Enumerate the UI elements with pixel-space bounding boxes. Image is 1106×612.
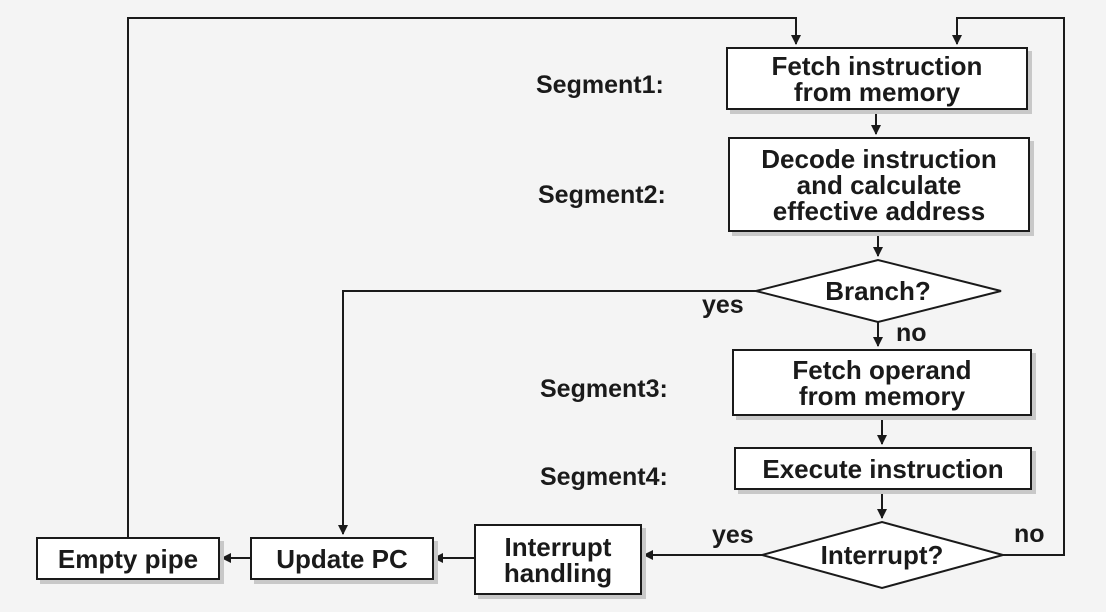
fetch-instruction-box: Fetch instruction from memory [726,47,1028,110]
loop-empty-to-fetch-arrow [127,17,801,540]
segment1-label: Segment1: [536,71,664,99]
segment4-label: Segment4: [540,463,668,491]
loop-interrupt-no-arrow [952,17,1065,556]
segment2-label: Segment2: [538,181,666,209]
execute-instruction-box: Execute instruction [734,447,1032,490]
branch-decision-label: Branch? [825,276,931,306]
branch-yes-to-update-pc-arrow [338,290,756,535]
interrupt-no-label: no [1014,520,1045,548]
empty-pipe-box: Empty pipe [36,537,220,580]
decode-instruction-box: Decode instruction and calculate effecti… [728,137,1030,232]
branch-decision-diamond [755,258,1002,324]
fetch-operand-box: Fetch operand from memory [732,349,1032,416]
interrupt-handling-box: Interrupt handling [474,524,642,595]
branch-no-label: no [896,319,927,347]
interrupt-yes-label: yes [712,521,754,549]
branch-yes-label: yes [702,291,744,319]
update-pc-box: Update PC [250,537,434,580]
interrupt-decision-diamond [758,520,1007,590]
segment3-label: Segment3: [540,375,668,403]
interrupt-decision-label: Interrupt? [820,540,944,570]
